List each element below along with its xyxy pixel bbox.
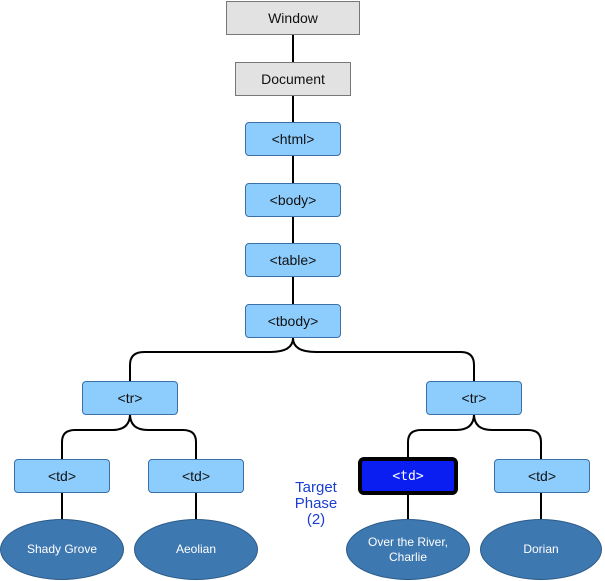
td-target-node: <td> — [358, 457, 458, 495]
leaf-dorian: Dorian — [480, 519, 602, 580]
edge-tr-right-td-4 — [473, 413, 542, 459]
edge-tr-right-td-target — [407, 413, 475, 457]
leaf-over-the-river-charlie: Over the River, Charlie — [346, 519, 470, 580]
target-phase-line-1: Target — [295, 479, 337, 496]
edge-tbody-tr-right — [292, 337, 475, 381]
target-phase-label: Target Phase (2) — [280, 480, 352, 528]
td-node-1: <td> — [14, 459, 110, 493]
tr-right-node: <tr> — [426, 381, 522, 415]
body-node: <body> — [245, 183, 341, 217]
tr-left-node: <tr> — [82, 381, 178, 415]
window-node: Window — [226, 1, 360, 35]
document-node: Document — [235, 62, 351, 96]
html-node: <html> — [245, 122, 341, 156]
tbody-node: <tbody> — [245, 304, 341, 338]
table-node: <table> — [245, 243, 341, 277]
td-node-2: <td> — [148, 459, 244, 493]
target-phase-line-2: Phase — [294, 495, 338, 512]
target-phase-line-3: (2) — [306, 511, 326, 528]
leaf-aeolian: Aeolian — [134, 519, 258, 580]
leaf-shady-grove: Shady Grove — [0, 519, 124, 580]
edge-tr-left-td-1 — [61, 413, 131, 459]
edge-tr-left-td-2 — [129, 413, 197, 459]
td-node-4: <td> — [494, 459, 590, 493]
edge-tbody-tr-left — [129, 337, 294, 381]
